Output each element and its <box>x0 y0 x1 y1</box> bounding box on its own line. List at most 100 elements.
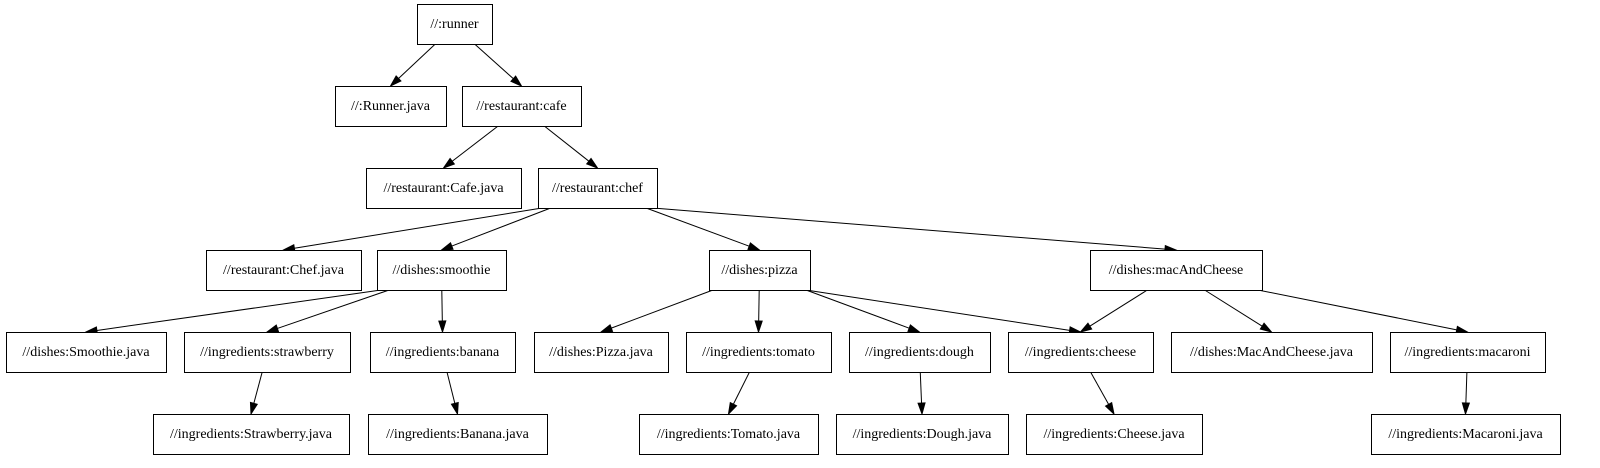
edge-line <box>474 43 514 80</box>
graph-node[interactable]: //ingredients:Macaroni.java <box>1371 414 1561 455</box>
graph-edge <box>84 289 382 335</box>
node-box[interactable] <box>849 332 991 373</box>
node-label: //ingredients:Macaroni.java <box>1388 427 1543 442</box>
graph-node[interactable]: //restaurant:chef <box>538 168 658 209</box>
edge-arrowhead <box>439 241 454 251</box>
graph-edge <box>1090 371 1115 416</box>
graph-node[interactable]: //ingredients:tomato <box>686 332 832 373</box>
edge-line <box>451 207 551 247</box>
node-label: //ingredients:cheese <box>1025 345 1136 360</box>
edge-arrowhead <box>917 402 926 416</box>
node-label: //dishes:Pizza.java <box>549 345 654 360</box>
node-label: //ingredients:dough <box>865 345 974 360</box>
graph-node[interactable]: //:runner <box>417 4 493 45</box>
node-box[interactable] <box>417 4 493 45</box>
edge-arrowhead <box>599 324 614 333</box>
graph-edge <box>438 289 447 334</box>
node-box[interactable] <box>1371 414 1561 455</box>
edge-arrowhead <box>1259 322 1273 333</box>
node-box[interactable] <box>534 332 669 373</box>
edge-arrowhead <box>727 401 738 416</box>
node-box[interactable] <box>686 332 832 373</box>
edge-arrowhead <box>438 320 447 334</box>
node-box[interactable] <box>377 250 507 291</box>
node-box[interactable] <box>153 414 350 455</box>
graph-node[interactable]: //dishes:smoothie <box>377 250 507 291</box>
edge-line <box>611 289 714 329</box>
graph-edge <box>1079 289 1148 333</box>
node-box[interactable] <box>1008 332 1154 373</box>
node-box[interactable] <box>184 332 351 373</box>
node-box[interactable] <box>1090 250 1263 291</box>
node-box[interactable] <box>1171 332 1373 373</box>
node-box[interactable] <box>709 250 811 291</box>
node-box[interactable] <box>836 414 1009 455</box>
graph-node[interactable]: //ingredients:Strawberry.java <box>153 414 350 455</box>
edge-line <box>758 289 760 322</box>
graph-node[interactable]: //ingredients:macaroni <box>1390 332 1546 373</box>
graph-node[interactable]: //dishes:Smoothie.java <box>6 332 167 373</box>
graph-node[interactable]: //dishes:MacAndCheese.java <box>1171 332 1373 373</box>
graph-edge <box>442 125 499 170</box>
edge-arrowhead <box>442 157 456 170</box>
graph-node[interactable]: //dishes:pizza <box>709 250 811 291</box>
edge-line <box>1089 289 1148 327</box>
edge-arrowhead <box>450 401 459 416</box>
node-box[interactable] <box>1390 332 1546 373</box>
graph-node[interactable]: //restaurant:Chef.java <box>206 250 362 291</box>
graph-edge <box>265 289 390 333</box>
node-box[interactable] <box>1026 414 1203 455</box>
node-label: //:runner <box>430 17 479 32</box>
edge-line <box>253 371 263 404</box>
edge-line <box>805 289 910 329</box>
graph-node[interactable]: //:Runner.java <box>335 86 447 127</box>
edge-line <box>96 289 382 331</box>
graph-node[interactable]: //ingredients:cheese <box>1008 332 1154 373</box>
graph-node[interactable]: //restaurant:Cafe.java <box>366 168 522 209</box>
graph-node[interactable]: //dishes:macAndCheese <box>1090 250 1263 291</box>
node-box[interactable] <box>370 332 516 373</box>
node-box[interactable] <box>366 168 522 209</box>
edge-line <box>919 371 923 404</box>
edge-line <box>1090 371 1110 405</box>
node-box[interactable] <box>462 86 582 127</box>
edge-arrowhead <box>1079 322 1093 333</box>
graph-edge <box>754 289 763 334</box>
edge-line <box>1257 289 1457 331</box>
graph-node[interactable]: //restaurant:cafe <box>462 86 582 127</box>
edge-line <box>441 289 443 322</box>
edge-arrowhead <box>389 75 402 88</box>
node-box[interactable] <box>335 86 447 127</box>
graph-edge <box>446 371 459 416</box>
graph-node[interactable]: //ingredients:Banana.java <box>368 414 548 455</box>
nodes-layer: //:runner //:Runner.java //restaurant:cafe… <box>6 4 1561 455</box>
node-label: //restaurant:Chef.java <box>223 263 345 278</box>
graph-node[interactable]: //ingredients:Dough.java <box>836 414 1009 455</box>
node-label: //ingredients:Dough.java <box>853 427 993 442</box>
node-label: //restaurant:chef <box>552 181 643 196</box>
node-box[interactable] <box>639 414 819 455</box>
graph-node[interactable]: //ingredients:banana <box>370 332 516 373</box>
node-box[interactable] <box>206 250 362 291</box>
node-box[interactable] <box>368 414 548 455</box>
graph-node[interactable]: //ingredients:Tomato.java <box>639 414 819 455</box>
graph-edge <box>281 207 543 253</box>
graph-node[interactable]: //ingredients:Cheese.java <box>1026 414 1203 455</box>
node-box[interactable] <box>538 168 658 209</box>
node-label: //ingredients:Banana.java <box>386 427 529 442</box>
node-box[interactable] <box>6 332 167 373</box>
node-label: //dishes:macAndCheese <box>1109 263 1244 278</box>
edge-arrowhead <box>510 75 523 88</box>
edge-line <box>1204 289 1263 327</box>
graph-edge <box>645 207 762 251</box>
graph-node[interactable]: //dishes:Pizza.java <box>534 332 669 373</box>
graph-edge <box>805 289 922 333</box>
edge-arrowhead <box>754 320 763 334</box>
node-label: //restaurant:Cafe.java <box>383 181 504 196</box>
graph-node[interactable]: //ingredients:dough <box>849 332 991 373</box>
graph-node[interactable]: //ingredients:strawberry <box>184 332 351 373</box>
graph-edge <box>599 289 714 333</box>
edge-line <box>645 207 750 247</box>
edge-line <box>805 289 1070 331</box>
